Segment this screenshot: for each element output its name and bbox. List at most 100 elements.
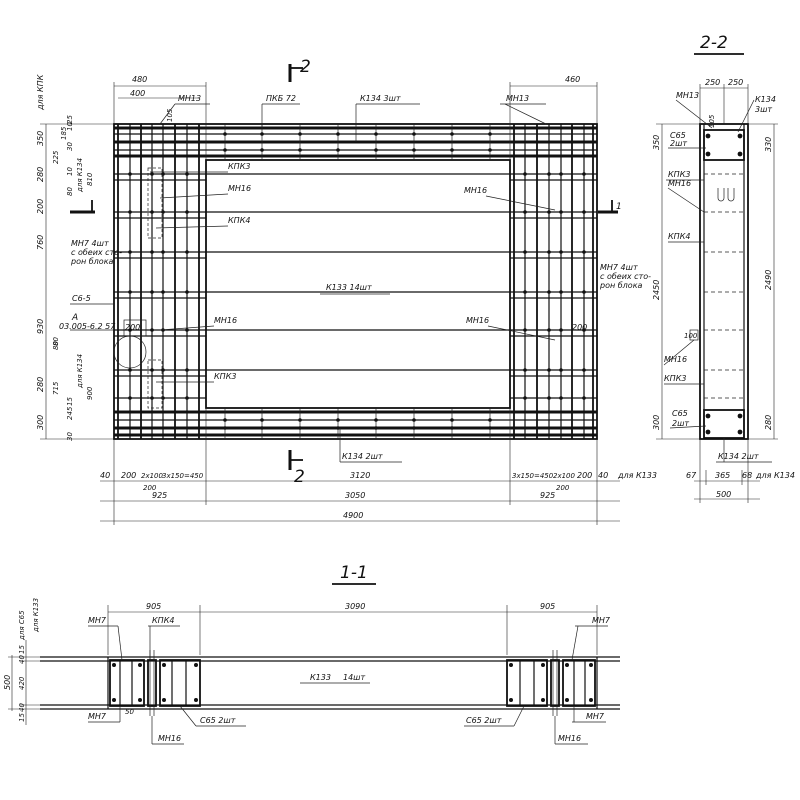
s11-dim-905-right: 905 xyxy=(540,602,555,611)
s11-left-dim-40-bottom: 40 xyxy=(18,703,26,712)
node-dot xyxy=(194,663,198,667)
s22-bdim-label: для К134 xyxy=(755,471,795,480)
cut-marker-left xyxy=(70,200,95,214)
node-dot xyxy=(509,663,513,667)
node-dot xyxy=(412,426,416,430)
node-dot xyxy=(150,328,154,332)
node-dot xyxy=(523,368,527,372)
label-mn7-right-1: МН7 4шт xyxy=(600,263,638,272)
node-dot xyxy=(582,396,586,400)
kpk3-left-ladder-bottom xyxy=(147,359,163,409)
node-dot xyxy=(547,172,551,176)
front-opening xyxy=(205,159,511,409)
node-dot xyxy=(582,368,586,372)
node-dot xyxy=(150,396,154,400)
label-mn7-left-2: с обеих сто- xyxy=(71,248,122,257)
s11-label-mn7-br: МН7 xyxy=(586,712,605,721)
total-925-right: 925 xyxy=(540,491,555,500)
node-dot xyxy=(559,290,563,294)
s11-left-dim-40-top: 40 xyxy=(18,655,26,664)
front-left-dim-3: 760 xyxy=(36,235,45,250)
bdim-3120: 3120 xyxy=(350,471,370,480)
node-dot xyxy=(565,698,569,702)
node-dot xyxy=(559,210,563,214)
label-mn13-left: МН13 xyxy=(178,94,201,103)
node-dot xyxy=(223,426,227,430)
s11-left-dim-15-top: 15 xyxy=(18,645,26,654)
section-1-1: 1-1 905 3090 905 xyxy=(3,563,620,745)
s22-label-k134-qty: 3шт xyxy=(755,105,772,114)
node-dot xyxy=(705,133,711,139)
label-k134-top: К134 3шт xyxy=(360,94,401,103)
label-mn7-left-3: рон блока xyxy=(70,257,114,266)
bdim-sub-200-right: 200 xyxy=(556,484,570,492)
node-dot xyxy=(298,132,302,136)
front-inner-dim-2: 185 xyxy=(60,126,68,140)
node-dot xyxy=(128,328,132,332)
s22-label-105: 105 xyxy=(708,114,716,128)
s22-label-100: 100 xyxy=(684,332,698,340)
s11-dim-905-left: 905 xyxy=(146,602,161,611)
node-dot xyxy=(582,210,586,214)
node-dot xyxy=(138,698,142,702)
s11-right-cages xyxy=(506,650,596,716)
s22-outline xyxy=(699,123,749,440)
node-dot xyxy=(298,148,302,152)
label-pkb72: ПКБ 72 xyxy=(266,94,296,103)
node-dot xyxy=(589,698,593,702)
front-view: 2 2 1 480 400 460 xyxy=(36,57,657,525)
node-dot xyxy=(185,290,189,294)
node-dot xyxy=(128,250,132,254)
section-1-1-title: 1-1 xyxy=(340,563,368,583)
front-bottom-dims: 40 200 2х100 3х150=450 3120 3х150=450 2х… xyxy=(100,408,657,525)
s22-label-k134-bottom: К134 2шт xyxy=(718,452,759,461)
bdim-40-right: 40 xyxy=(598,471,608,480)
bdim-label-k133: для К133 xyxy=(617,471,657,480)
front-top-dims: 480 400 460 xyxy=(113,75,598,160)
node-dot xyxy=(128,210,132,214)
node-dot xyxy=(128,396,132,400)
s11-label-mn16-r: МН16 xyxy=(558,734,581,743)
label-200-left: 200 xyxy=(125,323,140,332)
node-dot xyxy=(374,426,378,430)
s11-label-mn16-l: МН16 xyxy=(158,734,181,743)
s22-top-cage xyxy=(703,129,745,161)
bdim-2x100-left: 2х100 xyxy=(141,472,164,480)
node-dot xyxy=(260,148,264,152)
s22-label-mn13: МН13 xyxy=(676,91,699,100)
node-dot xyxy=(523,396,527,400)
s11-left-dim-15-bottom: 15 xyxy=(18,713,26,722)
front-vert-label-k134-bottom: для К134 xyxy=(76,354,84,389)
total-925-left: 925 xyxy=(152,491,167,500)
node-dot xyxy=(737,413,743,419)
s11-label-kpk4: КПК4 xyxy=(152,616,174,625)
node-dot xyxy=(547,250,551,254)
node-dot xyxy=(161,290,165,294)
top-beam-bars xyxy=(114,126,597,158)
node-dot xyxy=(223,418,227,422)
s22-bdim-365: 365 xyxy=(715,471,730,480)
node-dot xyxy=(185,396,189,400)
s22-bottom-dims: 67 365 68 для К134 500 xyxy=(686,439,795,503)
node-dot xyxy=(523,172,527,176)
s22-dim-250-left: 250 xyxy=(705,78,720,87)
node-dot xyxy=(150,250,154,254)
kpk3-left-ladder xyxy=(147,167,163,239)
s11-vert-label-k133: для К133 xyxy=(32,598,40,633)
node-dot xyxy=(112,698,116,702)
node-dot xyxy=(336,418,340,422)
front-inner-dim-12: 30 xyxy=(66,432,74,441)
node-dot xyxy=(150,210,154,214)
s22-dim-250-right: 250 xyxy=(728,78,743,87)
s11-label-mn7-tl: МН7 xyxy=(88,616,107,625)
s22-label-c65-qty: 2шт xyxy=(670,139,687,148)
node-dot xyxy=(547,368,551,372)
label-mn16-b: МН16 xyxy=(214,316,237,325)
node-dot xyxy=(161,250,165,254)
front-vert-label-k134-top: для К134 xyxy=(76,158,84,193)
s22-top-dims: 250 250 xyxy=(699,78,749,124)
s22-label-c65-b: С65 xyxy=(672,409,688,418)
node-dot xyxy=(336,132,340,136)
section-2-2-title: 2-2 xyxy=(700,33,728,53)
